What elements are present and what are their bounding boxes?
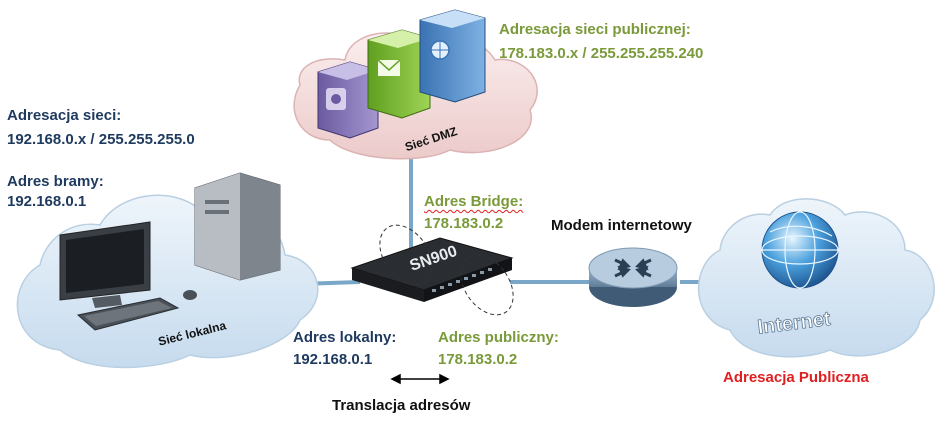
local-addressing-title: Adresacja sieci:: [7, 107, 122, 124]
local-address-value: 192.168.0.1: [293, 351, 373, 368]
double-arrow-icon: [390, 373, 450, 385]
public-addressing-label: Adresacja Publiczna: [723, 369, 869, 386]
gateway-value: 192.168.0.1: [7, 193, 87, 210]
public-addressing-value: 178.183.0.x / 255.255.255.240: [499, 45, 704, 62]
bridge-address-title: Adres Bridge:: [424, 192, 523, 211]
router-icon: [588, 247, 678, 307]
public-address-value: 178.183.0.2: [438, 351, 518, 368]
globe-icon: [761, 211, 839, 289]
public-address-title: Adres publiczny:: [438, 329, 559, 346]
gateway-title: Adres bramy:: [7, 173, 104, 190]
desktop-computer-icon: [59, 172, 281, 331]
public-addressing-title: Adresacja sieci publicznej:: [499, 21, 691, 38]
bridge-address-title-text: Adres Bridge:: [424, 193, 524, 210]
translation-label: Translacja adresów: [332, 397, 471, 414]
modem-label: Modem internetowy: [551, 217, 692, 234]
local-address-title: Adres lokalny:: [293, 329, 397, 346]
bridge-address-value: 178.183.0.2: [424, 215, 504, 232]
local-addressing-value: 192.168.0.x / 255.255.255.0: [7, 131, 195, 148]
server-icon: [317, 9, 486, 139]
